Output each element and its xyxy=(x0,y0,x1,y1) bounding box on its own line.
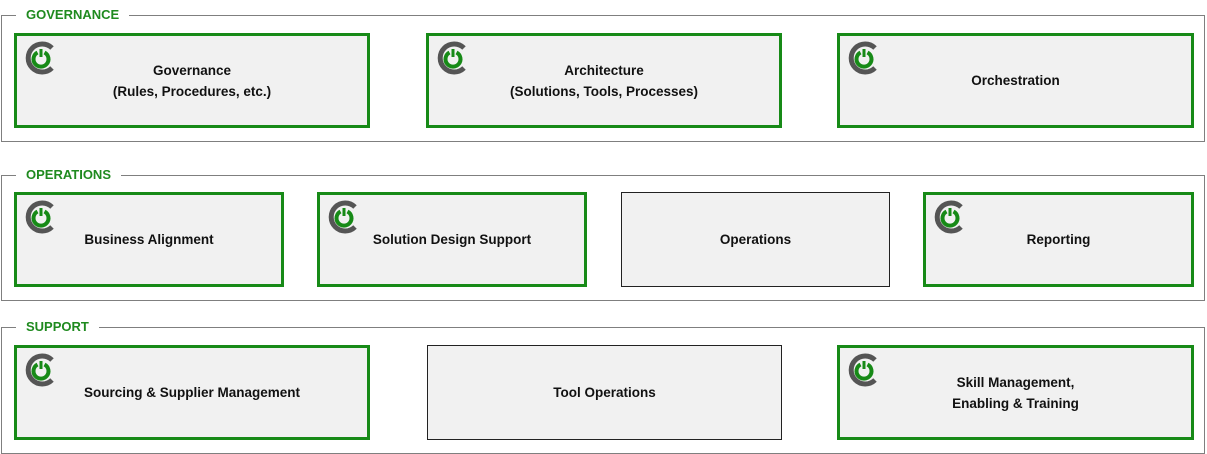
section-governance: GOVERNANCE xyxy=(1,7,1205,142)
box-reporting[interactable]: Reporting xyxy=(923,192,1194,287)
box-orchestration[interactable]: Orchestration xyxy=(837,33,1194,128)
power-c-logo-icon xyxy=(846,352,882,388)
box-label: Operations xyxy=(719,232,792,247)
box-label: Sourcing & Supplier Management xyxy=(83,385,301,400)
power-c-logo-icon xyxy=(23,352,59,388)
box-sourcing-supplier-management[interactable]: Sourcing & Supplier Management xyxy=(14,345,370,440)
box-sublabel: (Rules, Procedures, etc.) xyxy=(112,83,272,99)
power-c-logo-icon xyxy=(435,40,471,76)
section-title: SUPPORT xyxy=(16,319,99,335)
box-skill-management[interactable]: Skill Management, Enabling & Training xyxy=(837,345,1194,440)
power-c-logo-icon xyxy=(326,199,362,235)
box-label: Tool Operations xyxy=(553,385,656,400)
power-c-logo-icon xyxy=(846,40,882,76)
section-title: OPERATIONS xyxy=(16,167,121,183)
box-architecture[interactable]: Architecture (Solutions, Tools, Processes… xyxy=(426,33,782,128)
power-c-logo-icon xyxy=(932,199,968,235)
box-business-alignment[interactable]: Business Alignment xyxy=(14,192,284,287)
box-label: Reporting xyxy=(1026,232,1091,247)
power-c-logo-icon xyxy=(23,40,59,76)
box-label: Orchestration xyxy=(971,73,1060,88)
box-sublabel: (Solutions, Tools, Processes) xyxy=(509,83,699,99)
box-operations[interactable]: Operations xyxy=(621,192,890,287)
power-c-logo-icon xyxy=(23,199,59,235)
box-label: Business Alignment xyxy=(84,232,214,247)
box-tool-operations[interactable]: Tool Operations xyxy=(427,345,782,440)
box-governance[interactable]: Governance (Rules, Procedures, etc.) xyxy=(14,33,370,128)
box-label: Governance xyxy=(152,62,232,78)
section-operations: OPERATIONS xyxy=(1,167,1205,301)
section-title: GOVERNANCE xyxy=(16,7,130,23)
box-solution-design-support[interactable]: Solution Design Support xyxy=(317,192,587,287)
box-sublabel: Enabling & Training xyxy=(952,395,1079,411)
box-label: Solution Design Support xyxy=(372,232,532,247)
box-label: Architecture xyxy=(564,62,644,78)
box-label: Skill Management, xyxy=(956,374,1075,390)
